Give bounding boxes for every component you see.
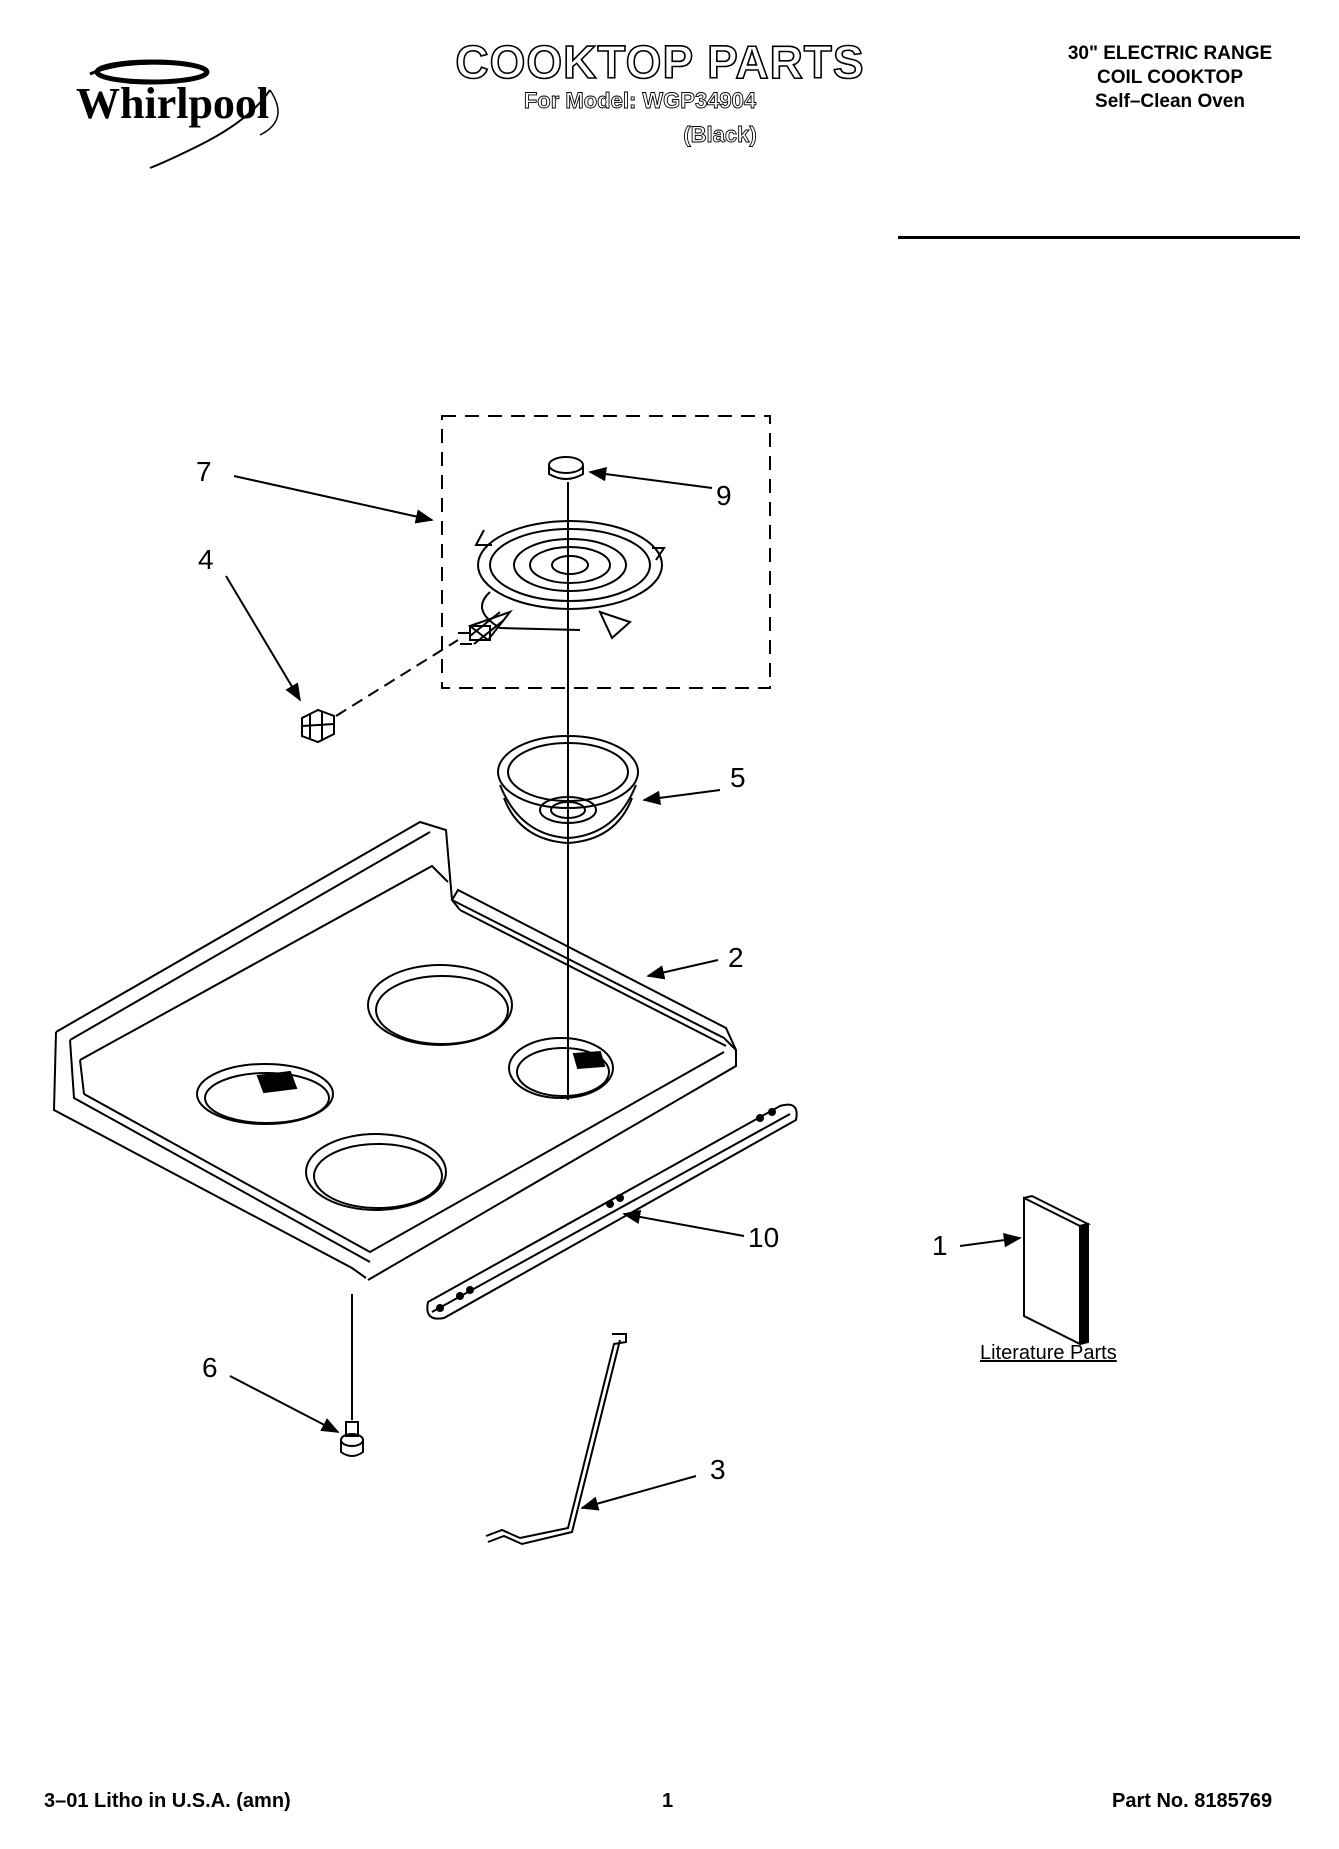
callout-9: 9 [716, 480, 732, 511]
color-line: (Black) [683, 122, 757, 148]
coil-element-icon [467, 520, 666, 645]
callout-5: 5 [730, 762, 746, 793]
element-terminals [458, 625, 491, 645]
whirlpool-logo: Whirlpool [60, 50, 310, 169]
bumper-icon [548, 456, 584, 480]
spec-line: 30" ELECTRIC RANGE [1067, 43, 1273, 64]
whirlpool-swirl-icon: Whirlpool [76, 59, 279, 169]
terminal-block-icon [301, 708, 335, 744]
part-number: Part No. 8185769 [1112, 1790, 1273, 1812]
brand-wordmark: Whirlpool [76, 79, 269, 128]
screw-icon [340, 1421, 364, 1457]
callout-6: 6 [202, 1352, 218, 1383]
leader-5 [642, 789, 721, 806]
callout-2: 2 [728, 942, 744, 973]
spec-block: 30" ELECTRIC RANGE COIL COOKTOP Self–Cle… [1020, 42, 1320, 114]
callout-7: 7 [196, 456, 212, 487]
leader-2 [646, 959, 719, 980]
page-title: COOKTOP PARTS [455, 35, 865, 89]
page-number: 1 [662, 1790, 674, 1812]
model-line: For Model: WGP34904 [523, 88, 757, 114]
literature-booklet-icon [1023, 1194, 1091, 1346]
literature-parts-label: Literature Parts [980, 1342, 1117, 1364]
callout-1: 1 [932, 1230, 948, 1261]
leader-9 [588, 466, 713, 489]
footer-print-info: 3–01 Litho in U.S.A. (amn) [44, 1790, 291, 1812]
terminal-connection-line [335, 639, 459, 717]
title-block: COOKTOP PARTS For Model: WGP34904 (Black… [440, 35, 880, 148]
leader-4 [225, 575, 301, 702]
callout-10: 10 [748, 1222, 780, 1253]
leader-6 [229, 1375, 340, 1433]
surface-unit-group-box [441, 415, 771, 689]
header-rule [898, 236, 1300, 239]
spec-line: Self–Clean Oven [1095, 91, 1245, 112]
support-rod-icon [485, 1333, 627, 1546]
callout-4: 4 [198, 544, 214, 575]
cooktop-panel-icon [52, 820, 737, 1281]
drip-bowl-icon [497, 735, 639, 845]
leader-7 [233, 475, 434, 524]
leader-10 [622, 1209, 745, 1237]
leader-1 [959, 1233, 1022, 1248]
hinge-bracket-icon [426, 1103, 798, 1320]
leader-3 [580, 1475, 697, 1511]
spec-line: COIL COOKTOP [1096, 67, 1244, 88]
callout-3: 3 [710, 1454, 726, 1485]
